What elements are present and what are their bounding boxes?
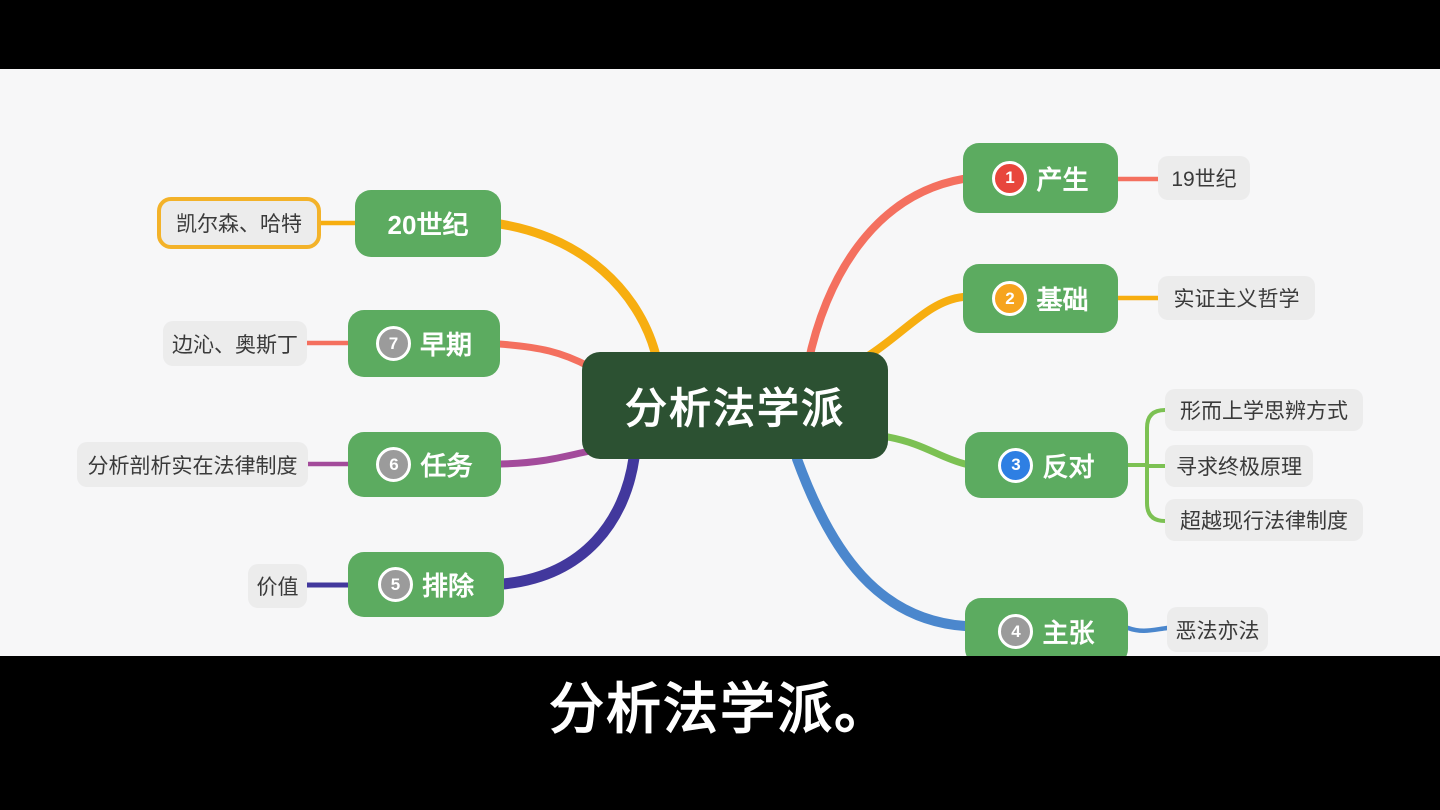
link-center-origin <box>804 175 967 368</box>
badge-7: 7 <box>375 326 411 361</box>
badge-1: 1 <box>992 160 1028 196</box>
node-exclude[interactable]: 5 排除 <box>348 552 504 617</box>
node-basis-label: 基础 <box>1036 285 1089 315</box>
badge-3: 3 <box>998 447 1034 483</box>
node-claim[interactable]: 4 主张 <box>965 598 1128 665</box>
video-subtitle: 分析法学派。 <box>548 678 891 740</box>
node-20th-century-label: 20世纪 <box>387 210 469 240</box>
node-oppose[interactable]: 3 反对 <box>965 432 1128 498</box>
badge-2: 2 <box>992 281 1028 316</box>
link-exclude-center <box>497 452 640 590</box>
leaf-beyond-law[interactable]: 超越现行法律制度 <box>1165 499 1363 541</box>
node-task-label: 任务 <box>420 451 473 481</box>
node-claim-label: 主张 <box>1042 618 1095 648</box>
leaf-ultimate-principle[interactable]: 寻求终极原理 <box>1165 445 1313 487</box>
link-center-oppose <box>884 433 969 468</box>
leaf-bentham-austin[interactable]: 边沁、奥斯丁 <box>163 321 307 366</box>
node-origin[interactable]: 1 产生 <box>963 143 1118 213</box>
node-origin-label: 产生 <box>1036 164 1089 195</box>
link-center-claim <box>792 454 970 631</box>
leaf-metaphysics[interactable]: 形而上学思辨方式 <box>1165 389 1363 431</box>
letterbox-bottom: 分析法学派。 <box>0 656 1440 810</box>
leaf-19th-century[interactable]: 19世纪 <box>1158 156 1250 200</box>
leaf-bad-law[interactable]: 恶法亦法 <box>1167 607 1268 652</box>
letterbox-top <box>0 0 1440 69</box>
leaf-kelsen-hart[interactable]: 凯尔森、哈特 <box>157 197 321 249</box>
link-claim-badlaw <box>1125 625 1170 633</box>
badge-6: 6 <box>376 447 412 482</box>
leaf-value[interactable]: 价值 <box>248 564 307 608</box>
link-early-center <box>495 340 594 371</box>
node-basis[interactable]: 2 基础 <box>963 264 1118 333</box>
link-center-basis <box>861 293 967 362</box>
badge-4: 4 <box>998 614 1034 649</box>
node-early-label: 早期 <box>419 330 472 360</box>
node-exclude-label: 排除 <box>421 571 474 601</box>
leaf-positivism[interactable]: 实证主义哲学 <box>1158 276 1315 320</box>
leaf-analyze-law[interactable]: 分析剖析实在法律制度 <box>77 442 308 487</box>
center-node[interactable]: 分析法学派 <box>582 352 888 459</box>
node-early[interactable]: 7 早期 <box>348 310 500 377</box>
node-task[interactable]: 6 任务 <box>348 432 501 497</box>
badge-5: 5 <box>377 567 413 602</box>
node-20th-century[interactable]: 20世纪 <box>355 190 501 257</box>
link-20th-center <box>495 219 660 357</box>
node-oppose-label: 反对 <box>1042 451 1095 482</box>
link-task-center <box>496 447 594 468</box>
